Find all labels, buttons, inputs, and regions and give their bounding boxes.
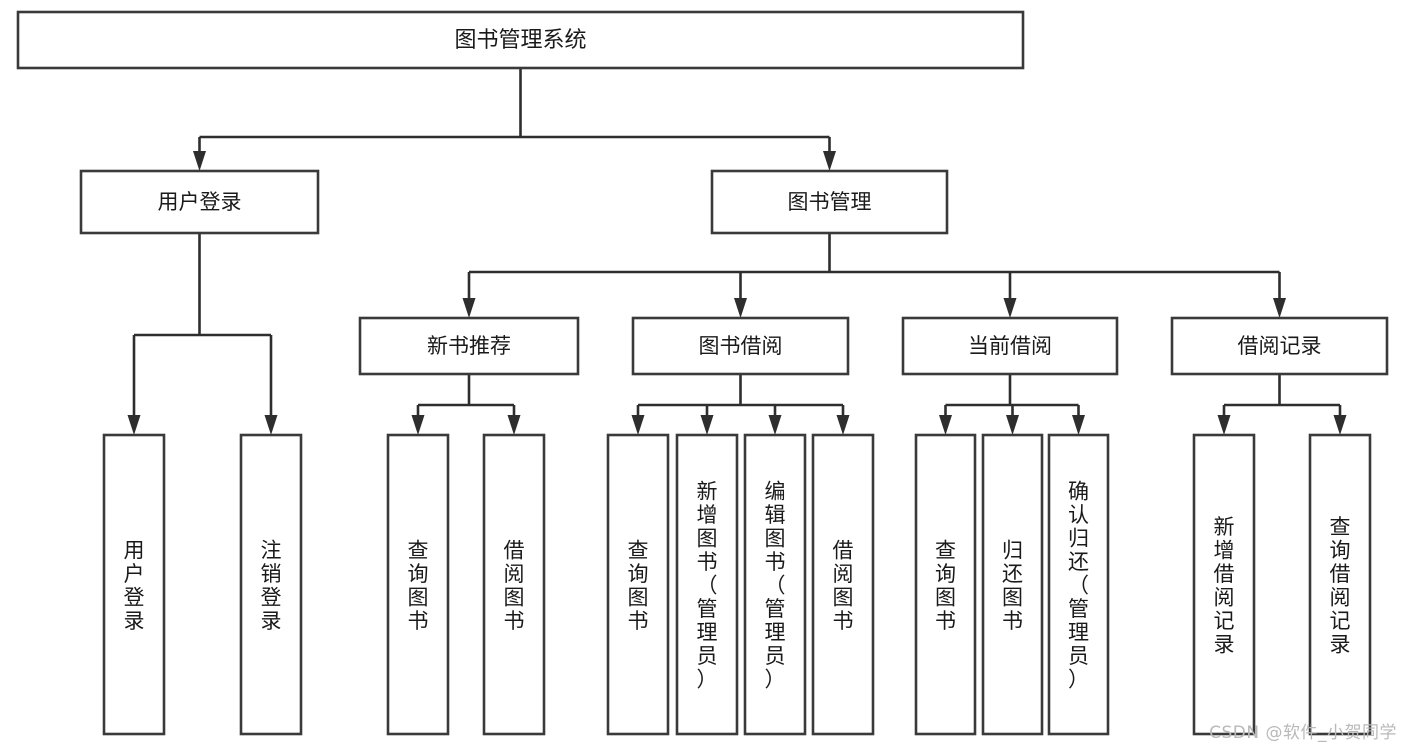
node-l13[interactable]: 查询借阅记录 <box>1308 433 1372 736</box>
node-box[interactable] <box>1170 316 1389 376</box>
node-label: 图书管理 <box>788 190 872 214</box>
node-box[interactable] <box>79 169 320 235</box>
arrow-head-icon <box>1006 415 1019 435</box>
node-box[interactable] <box>358 316 580 376</box>
node-root[interactable]: 图书管理系统 <box>16 10 1025 70</box>
arrow-head-icon <box>734 298 747 318</box>
node-box[interactable] <box>811 433 875 736</box>
node-box[interactable] <box>1308 433 1372 736</box>
node-box[interactable] <box>386 433 450 736</box>
node-box[interactable] <box>482 433 546 736</box>
node-label: 用户登录 <box>158 190 242 214</box>
node-l2[interactable]: 注销登录 <box>239 433 303 736</box>
node-l3[interactable]: 查询图书 <box>386 433 450 736</box>
node-box[interactable] <box>981 433 1044 736</box>
connector-group <box>462 233 1286 318</box>
connector-group <box>1217 374 1347 435</box>
node-label: 新增借阅记录 <box>1214 515 1235 657</box>
connector-group <box>411 374 521 435</box>
connector-layer <box>127 68 1347 435</box>
node-label: 借阅图书 <box>833 538 854 633</box>
node-label: 新增图书（管理员） <box>697 480 718 692</box>
node-label: 当前借阅 <box>968 334 1052 358</box>
node-box[interactable] <box>631 316 850 376</box>
node-box[interactable] <box>914 433 977 736</box>
node-label: 图书借阅 <box>699 334 783 358</box>
node-n1[interactable]: 用户登录 <box>79 169 320 235</box>
arrow-head-icon <box>836 415 850 435</box>
node-box[interactable] <box>16 10 1025 70</box>
arrow-head-icon <box>1273 298 1286 318</box>
node-box[interactable] <box>239 433 303 736</box>
arrow-head-icon <box>264 415 278 435</box>
node-box[interactable] <box>1192 433 1256 736</box>
arrow-head-icon <box>939 415 952 435</box>
node-box[interactable] <box>606 433 670 736</box>
arrow-head-icon <box>1217 415 1231 435</box>
arrow-head-icon <box>823 151 836 171</box>
arrow-head-icon <box>193 151 206 171</box>
node-label: 查询图书 <box>935 538 956 633</box>
node-label: 借阅记录 <box>1238 334 1322 358</box>
node-l7[interactable]: 编辑图书（管理员） <box>743 433 807 736</box>
node-l9[interactable]: 查询图书 <box>914 433 977 736</box>
node-box[interactable] <box>102 433 166 736</box>
arrow-head-icon <box>507 415 521 435</box>
arrow-head-icon <box>631 415 645 435</box>
node-m1[interactable]: 新书推荐 <box>358 316 580 376</box>
node-l11[interactable]: 确认归还（管理员） <box>1047 433 1110 736</box>
node-label: 查询借阅记录 <box>1330 515 1351 657</box>
node-m3[interactable]: 当前借阅 <box>901 316 1119 376</box>
node-box[interactable] <box>901 316 1119 376</box>
node-n2[interactable]: 图书管理 <box>710 169 949 235</box>
arrow-head-icon <box>768 415 782 435</box>
node-label: 确认归还（管理员） <box>1068 480 1089 692</box>
node-layer: 图书管理系统用户登录图书管理新书推荐图书借阅当前借阅借阅记录用户登录注销登录查询… <box>16 10 1389 736</box>
connector-group <box>631 374 850 435</box>
arrow-head-icon <box>700 415 714 435</box>
node-m2[interactable]: 图书借阅 <box>631 316 850 376</box>
connector-group <box>939 374 1085 435</box>
node-label: 借阅图书 <box>504 538 525 633</box>
node-label: 编辑图书（管理员） <box>765 480 786 692</box>
node-label: 用户登录 <box>124 538 145 633</box>
node-label: 注销登录 <box>261 538 282 633</box>
node-label: 新书推荐 <box>427 334 511 358</box>
arrow-head-icon <box>1333 415 1347 435</box>
node-label: 查询图书 <box>408 538 429 633</box>
node-label: 图书管理系统 <box>454 28 586 53</box>
arrow-head-icon <box>411 415 425 435</box>
arrow-head-icon <box>1072 415 1085 435</box>
csdn-watermark: CSDN @软件_小贺同学 <box>1209 723 1397 743</box>
node-box[interactable] <box>675 433 739 736</box>
node-l10[interactable]: 归还图书 <box>981 433 1044 736</box>
node-l5[interactable]: 查询图书 <box>606 433 670 736</box>
arrow-head-icon <box>462 298 476 318</box>
connector-group <box>193 68 836 171</box>
node-label: 归还图书 <box>1002 538 1023 633</box>
node-l12[interactable]: 新增借阅记录 <box>1192 433 1256 736</box>
node-m4[interactable]: 借阅记录 <box>1170 316 1389 376</box>
node-l4[interactable]: 借阅图书 <box>482 433 546 736</box>
node-box[interactable] <box>743 433 807 736</box>
arrow-head-icon <box>127 415 141 435</box>
node-box[interactable] <box>1047 433 1110 736</box>
node-l6[interactable]: 新增图书（管理员） <box>675 433 739 736</box>
connector-group <box>127 233 278 435</box>
node-box[interactable] <box>710 169 949 235</box>
node-label: 查询图书 <box>628 538 649 633</box>
node-l1[interactable]: 用户登录 <box>102 433 166 736</box>
arrow-head-icon <box>1003 298 1017 318</box>
node-l8[interactable]: 借阅图书 <box>811 433 875 736</box>
